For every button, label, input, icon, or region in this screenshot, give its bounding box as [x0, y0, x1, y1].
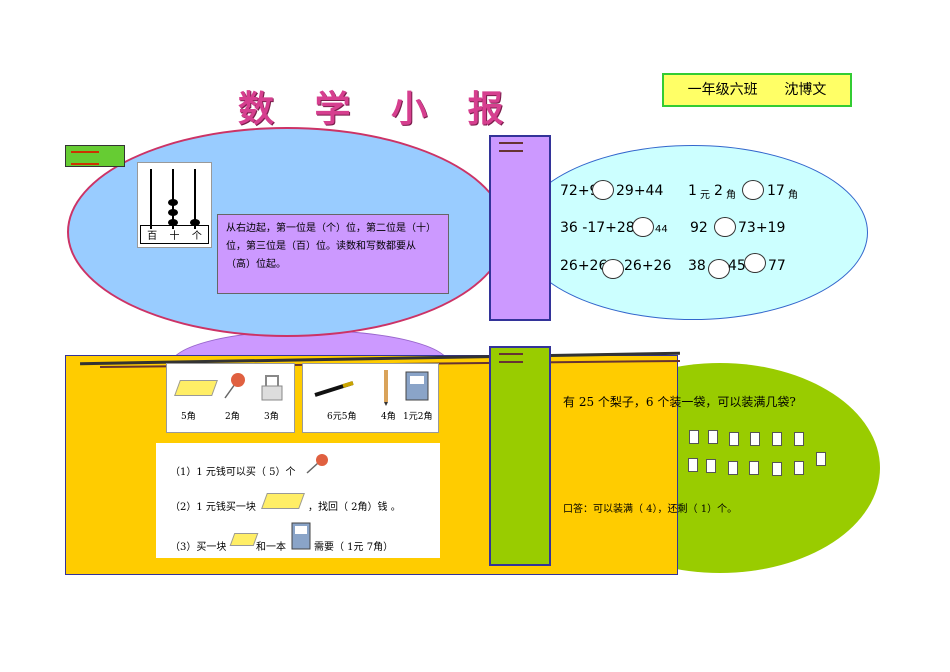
expr: 72+9	[560, 183, 599, 199]
unit: 角	[726, 190, 736, 201]
price-pencil: 4角	[381, 412, 396, 422]
price-pen: 6元5角	[327, 412, 357, 422]
shop-items-left: 5角 2角 3角	[166, 363, 295, 433]
answer-circle[interactable]	[742, 180, 764, 200]
abacus-bead	[168, 199, 178, 206]
place-value-note: 从右边起，第一位是（个）位，第二位是（十）位，第三位是（百）位。读数和写数都要从…	[217, 214, 449, 294]
flag-decoration	[65, 145, 125, 167]
student-name: 沈博文	[784, 82, 827, 98]
expr: 45	[728, 258, 746, 274]
pencil-icon	[384, 370, 388, 406]
clip-icon	[261, 375, 283, 401]
price-pushpin: 2角	[225, 412, 240, 422]
pushpin-icon	[306, 454, 328, 474]
pear-card	[772, 432, 782, 446]
shopping-questions: （1）1 元钱可以买（ 5）个 （2）1 元钱买一块 ，找回（ 2角）钱 。 （…	[156, 443, 440, 558]
expr: 38	[688, 258, 706, 274]
eraser-icon	[174, 380, 218, 396]
answer-circle[interactable]	[708, 259, 730, 279]
notebook-icon	[405, 371, 429, 401]
abacus-labels: 百 十 个	[140, 225, 209, 244]
expr: 36 -17+28	[560, 220, 635, 236]
pear-card	[728, 461, 738, 475]
purple-column-decoration	[489, 135, 551, 321]
pear-answer: 口答：可以装满（ 4），还剩（ 1）个。	[563, 504, 738, 515]
answer-circle[interactable]	[714, 217, 736, 237]
page-title: 数 学 小 报	[238, 88, 518, 130]
expr: 26+26	[560, 258, 608, 274]
pear-card	[772, 462, 782, 476]
notebook-icon	[291, 522, 311, 550]
expr: 17	[767, 183, 785, 199]
price-eraser: 5角	[181, 412, 196, 422]
price-notebook: 1元2角	[403, 412, 433, 422]
expr: 26+26	[624, 258, 672, 274]
unit: 元	[700, 190, 710, 201]
answer-circle[interactable]	[632, 217, 654, 237]
expr: 77	[768, 258, 786, 274]
green-column-decoration	[489, 346, 551, 566]
pear-card	[689, 430, 699, 444]
pear-question: 有 25 个梨子，6 个装一袋，可以装满几袋?	[563, 395, 796, 409]
abacus-bead	[168, 209, 178, 216]
question-3-rest: 需要（ 1元 7角）	[314, 542, 394, 553]
shop-items-right: 6元5角 4角 1元2角	[302, 363, 439, 433]
expr: 1	[688, 183, 697, 199]
expr: 44	[655, 224, 668, 235]
pushpin-icon	[224, 373, 245, 399]
expr: 92	[690, 220, 708, 236]
answer-circle[interactable]	[744, 253, 766, 273]
abacus-rod-hundreds	[150, 169, 152, 229]
answer-circle[interactable]	[592, 180, 614, 200]
pear-card	[794, 432, 804, 446]
question-3: （3）买一块	[170, 542, 227, 553]
pear-card	[816, 452, 826, 466]
expr: 29+44	[616, 183, 664, 199]
answer-circle[interactable]	[602, 259, 624, 279]
pen-icon	[314, 381, 354, 397]
question-3-mid: 和一本	[256, 542, 286, 553]
eraser-icon	[261, 493, 305, 509]
pear-card	[708, 430, 718, 444]
pear-card	[750, 432, 760, 446]
class-name-box: 一年级六班 沈博文	[662, 73, 852, 107]
unit: 角	[788, 190, 798, 201]
question-1: （1）1 元钱可以买（ 5）个	[170, 467, 296, 478]
abacus-bead	[190, 219, 200, 226]
abacus-bead	[168, 219, 178, 226]
pear-card	[706, 459, 716, 473]
question-2: （2）1 元钱买一块	[170, 502, 256, 513]
abacus-rod-ones	[194, 169, 196, 229]
expr: 2	[714, 183, 723, 199]
cyan-ellipse-panel	[518, 145, 868, 320]
question-2-rest: ，找回（ 2角）钱 。	[308, 502, 401, 513]
pear-card	[729, 432, 739, 446]
pear-card	[749, 461, 759, 475]
abacus-label-tens: 十	[169, 231, 180, 242]
pear-card	[688, 458, 698, 472]
abacus-label-ones: 个	[191, 231, 202, 242]
price-clip: 3角	[264, 412, 279, 422]
pear-card	[794, 461, 804, 475]
abacus-label-hundreds: 百	[147, 231, 158, 242]
expr: 73+19	[738, 220, 786, 236]
abacus-figure: 百 十 个	[137, 162, 212, 248]
eraser-icon	[229, 533, 259, 546]
class-name: 一年级六班	[687, 82, 758, 98]
